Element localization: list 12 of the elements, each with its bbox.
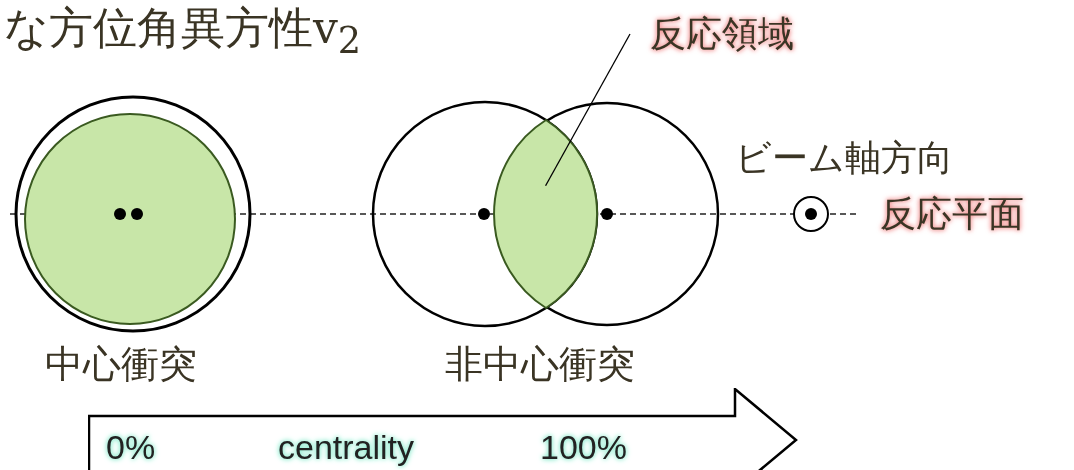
reaction-region [493, 119, 599, 309]
title-text: な方位角異方性v$_{2}$ [4, 6, 362, 60]
collision-label: 中心衝突 [45, 345, 197, 383]
scale-label: centrality [278, 430, 415, 464]
plane-label: 反応平面 [880, 196, 1024, 232]
centrality-arrow [88, 388, 798, 470]
collision-label: 非中心衝突 [445, 345, 635, 383]
scale-label: 0% [106, 430, 156, 464]
leader-line [544, 33, 631, 187]
axis-label: ビーム軸方向 [735, 140, 953, 176]
scale-label: 100% [540, 430, 627, 464]
region-label: 反応領域 [650, 16, 794, 52]
